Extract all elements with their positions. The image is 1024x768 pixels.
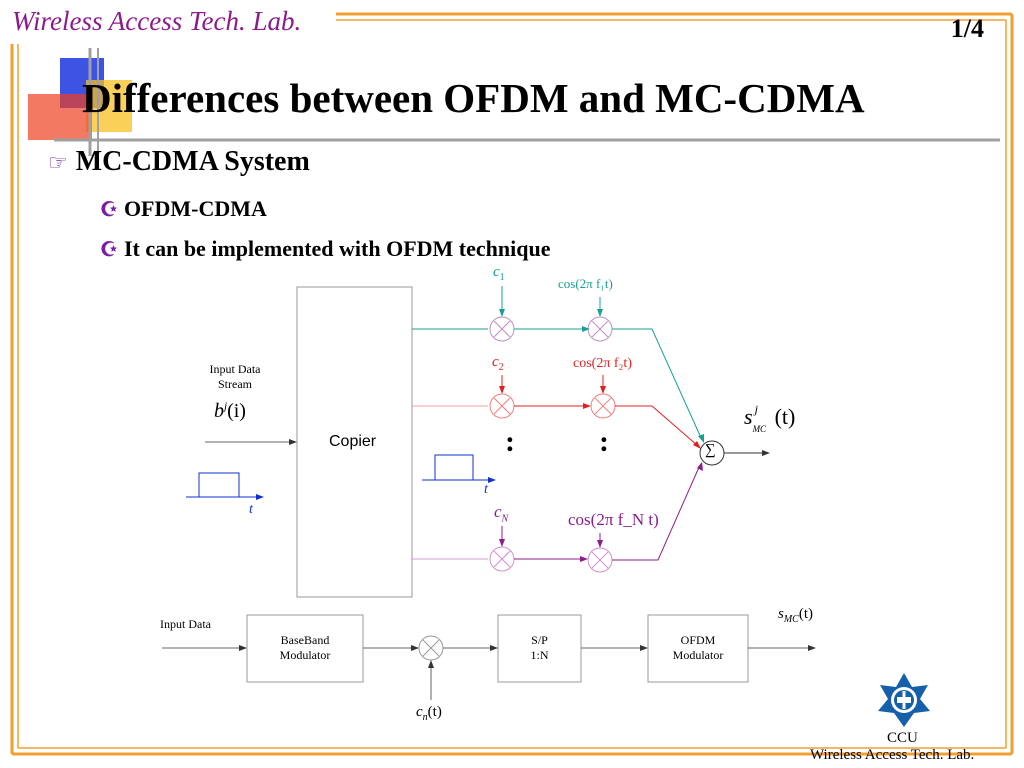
sub-bullet-2: ☪It can be implemented with OFDM techniq… [100, 236, 550, 262]
slide-frame [10, 12, 1014, 756]
baseband-modulator-box [246, 614, 364, 683]
input-pulse-waveform [186, 472, 264, 500]
title-decoration [28, 48, 1000, 156]
ofdm-modulator-box [647, 614, 749, 683]
branch-n [412, 464, 701, 573]
moon-star-icon: ☪ [100, 239, 118, 261]
bullet-mc-cdma-system: ☞ MC-CDMA System [48, 146, 310, 178]
page-number: 1/4 [950, 14, 984, 43]
branch-1 [412, 286, 703, 441]
header-lab-name: Wireless Access Tech. Lab. [12, 6, 302, 36]
code-pulse-waveform [422, 454, 496, 483]
bullet-text: MC-CDMA System [75, 146, 310, 177]
ccu-logo-icon [878, 673, 930, 727]
footer-ccu: CCU [887, 730, 918, 746]
footer-lab-name: Wireless Access Tech. Lab. [810, 747, 975, 763]
sub-bullet-text: It can be implemented with OFDM techniqu… [123, 236, 551, 261]
sub-bullet-text: OFDM-CDMA [123, 196, 267, 221]
sub-bullet-1: ☪OFDM-CDMA [100, 196, 267, 222]
slide-title: Differences between OFDM and MC-CDMA [82, 75, 865, 121]
moon-star-icon: ☪ [100, 199, 118, 221]
pointing-hand-icon: ☞ [48, 150, 68, 175]
branch-2 [412, 375, 699, 447]
mc-cdma-transmitter-diagram [186, 286, 770, 598]
ofdm-implementation-diagram [162, 614, 816, 700]
sp-converter-box [497, 614, 582, 683]
summation-node [699, 440, 725, 466]
copier-box [296, 286, 413, 598]
